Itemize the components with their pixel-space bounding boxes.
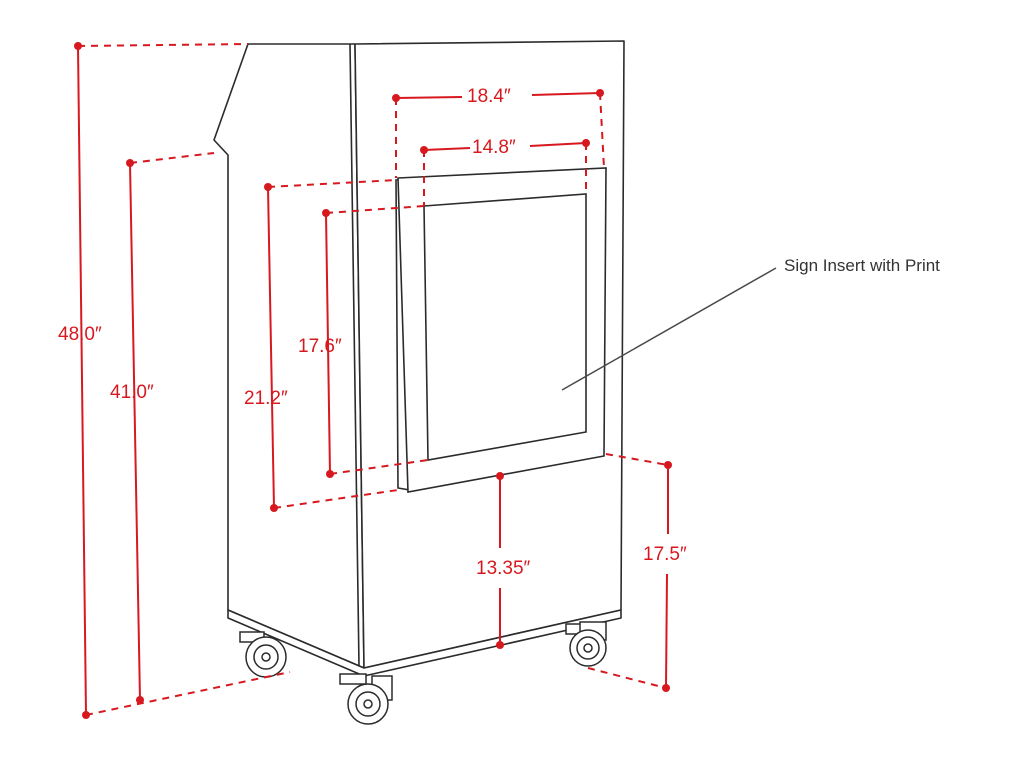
label-frame-outer-height: 21.2″ — [244, 388, 288, 409]
casters — [239, 621, 607, 725]
dim-frame-inner-width — [420, 139, 590, 206]
caster-front — [339, 673, 393, 725]
label-overall-height: 48.0″ — [58, 324, 102, 345]
dim-overall-height — [74, 42, 291, 719]
caster-left — [239, 631, 287, 678]
label-frame-inner-height: 17.6″ — [298, 336, 342, 357]
dim-frame-outer-height — [264, 179, 399, 512]
dim-base-height — [587, 453, 672, 692]
caster-right — [565, 621, 607, 667]
cabinet-base — [227, 609, 622, 677]
sign-frame — [395, 167, 607, 493]
label-frame-inner-width: 14.8″ — [472, 137, 516, 158]
callout-label: Sign Insert with Print — [784, 256, 940, 275]
label-base-height: 17.5″ — [643, 544, 687, 565]
label-front-height: 41.0″ — [110, 382, 154, 403]
callout-leader-line — [561, 267, 777, 391]
cabinet-front-edge — [349, 43, 360, 667]
sign-insert — [423, 193, 587, 461]
dim-frame-inner-height — [322, 205, 429, 478]
label-frame-to-floor: 13.35″ — [476, 558, 531, 579]
sign-insert-callout: Sign Insert with Print — [561, 256, 940, 391]
dimension-lines — [74, 42, 672, 719]
dim-frame-to-floor — [496, 472, 504, 649]
dim-frame-outer-width — [392, 89, 605, 178]
dimension-labels: 48.0″ 41.0″ 21.2″ 17.6″ 18.4″ 14.8″ 13.3… — [58, 86, 687, 579]
dim-front-height — [126, 152, 215, 704]
label-frame-outer-width: 18.4″ — [467, 86, 511, 107]
